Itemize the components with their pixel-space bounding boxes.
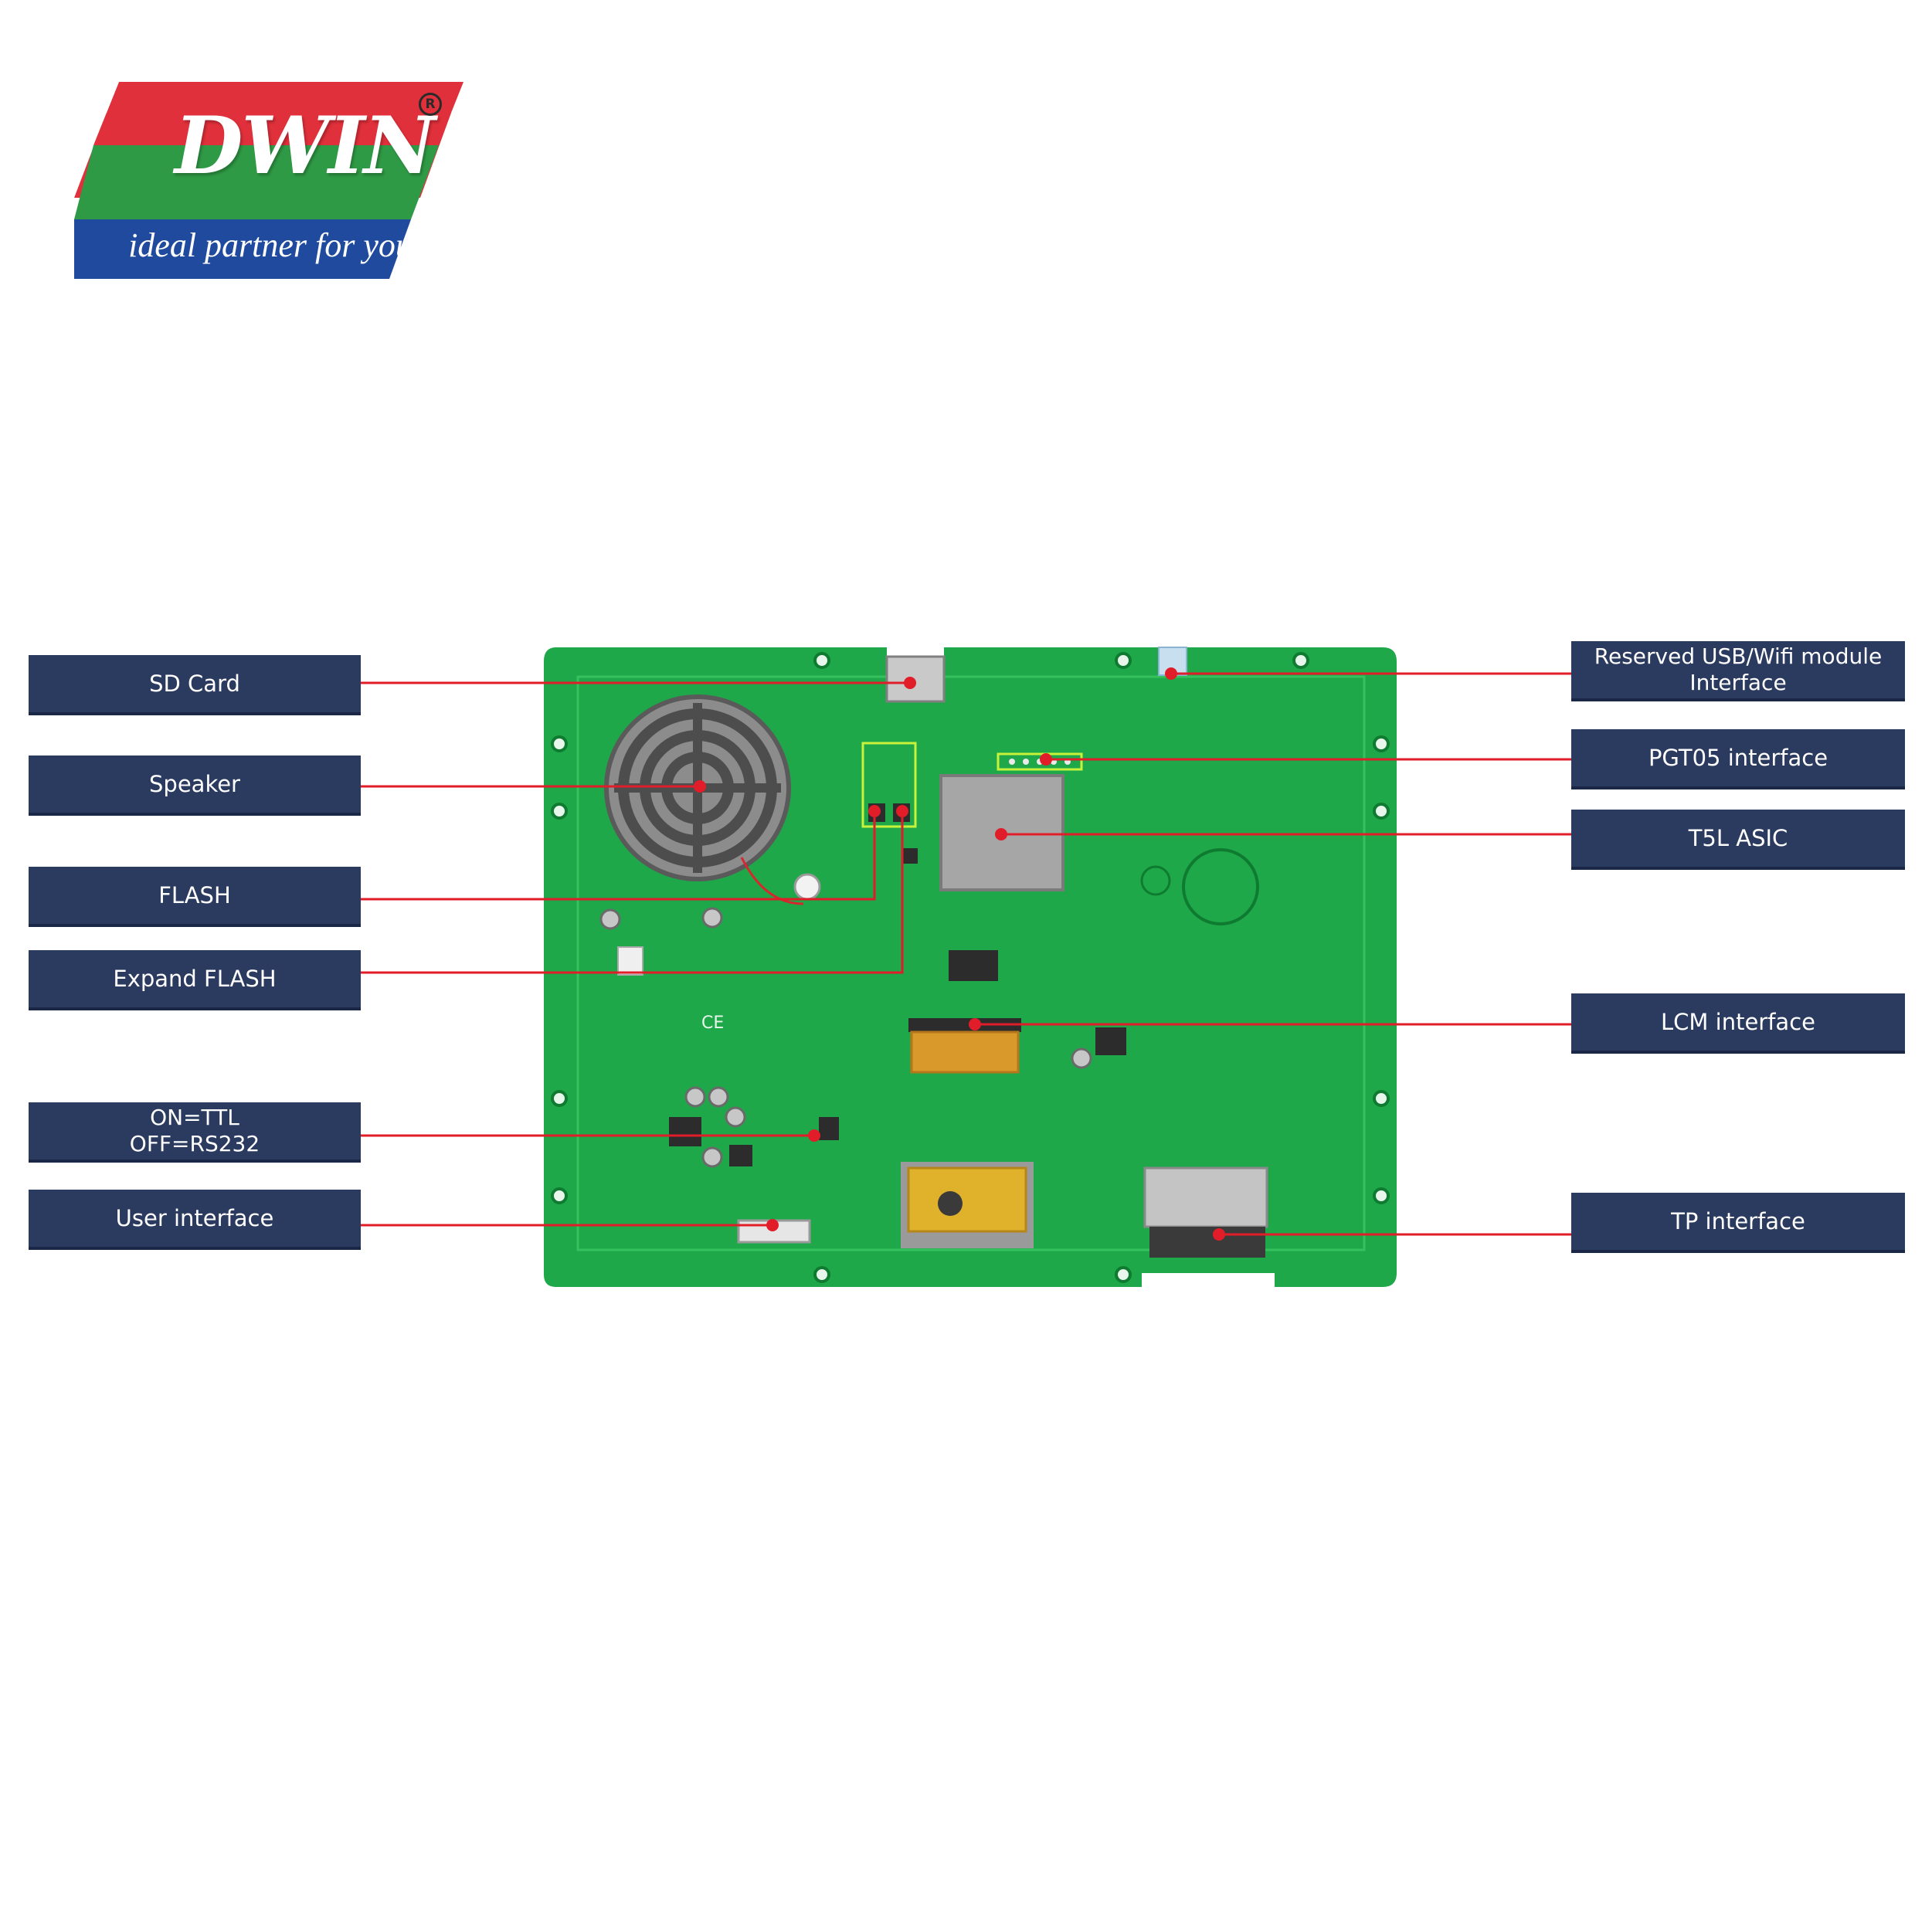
speaker-component [604, 694, 821, 905]
label-ttl-rs232-line2: OFF=RS232 [129, 1131, 260, 1156]
pgt05-header-outline [997, 752, 1083, 771]
label-sd-card: SD Card [29, 655, 361, 715]
user-interface-connector [737, 1219, 811, 1244]
flash-area-outline [861, 742, 917, 828]
label-usb-wifi-line2: Interface [1689, 670, 1787, 695]
lcm-flex-cable [910, 1031, 1020, 1074]
leader-dots [694, 667, 1225, 1241]
logo-tagline: ideal partner for you [128, 226, 413, 264]
label-flash: FLASH [29, 867, 361, 927]
ic-chip [949, 950, 998, 981]
leader-flash [361, 811, 876, 901]
dwin-logo: DWIN ideal partner for you R [74, 82, 463, 283]
label-usb-wifi: Reserved USB/Wifi module Interface [1571, 641, 1905, 701]
leader-expand-flash [361, 811, 904, 974]
label-usb-wifi-line1: Reserved USB/Wifi module [1594, 643, 1883, 670]
label-lcm: LCM interface [1571, 993, 1905, 1054]
sd-card-slot [885, 655, 946, 703]
mounting-holes [551, 652, 1390, 1283]
tp-connector [1149, 1227, 1265, 1258]
registered-mark-icon: R [419, 93, 442, 116]
logo-parallelogram [74, 82, 463, 279]
label-t5l-asic: T5L ASIC [1571, 810, 1905, 870]
label-user-interface: User interface [29, 1190, 361, 1250]
label-pgt05: PGT05 interface [1571, 729, 1905, 789]
label-speaker: Speaker [29, 755, 361, 816]
ce-marking: CE [701, 1014, 724, 1033]
label-tp: TP interface [1571, 1193, 1905, 1253]
label-ttl-rs232-line1: ON=TTL [150, 1105, 239, 1131]
lcm-connector [908, 1018, 1021, 1032]
label-expand-flash: Expand FLASH [29, 950, 361, 1010]
logo-wordmark: DWIN [175, 100, 436, 192]
pcb-trace-border [576, 675, 1366, 1251]
label-ttl-rs232: ON=TTL OFF=RS232 [29, 1102, 361, 1163]
battery-holder-outline [1182, 848, 1259, 925]
capacitors [599, 907, 1092, 1168]
